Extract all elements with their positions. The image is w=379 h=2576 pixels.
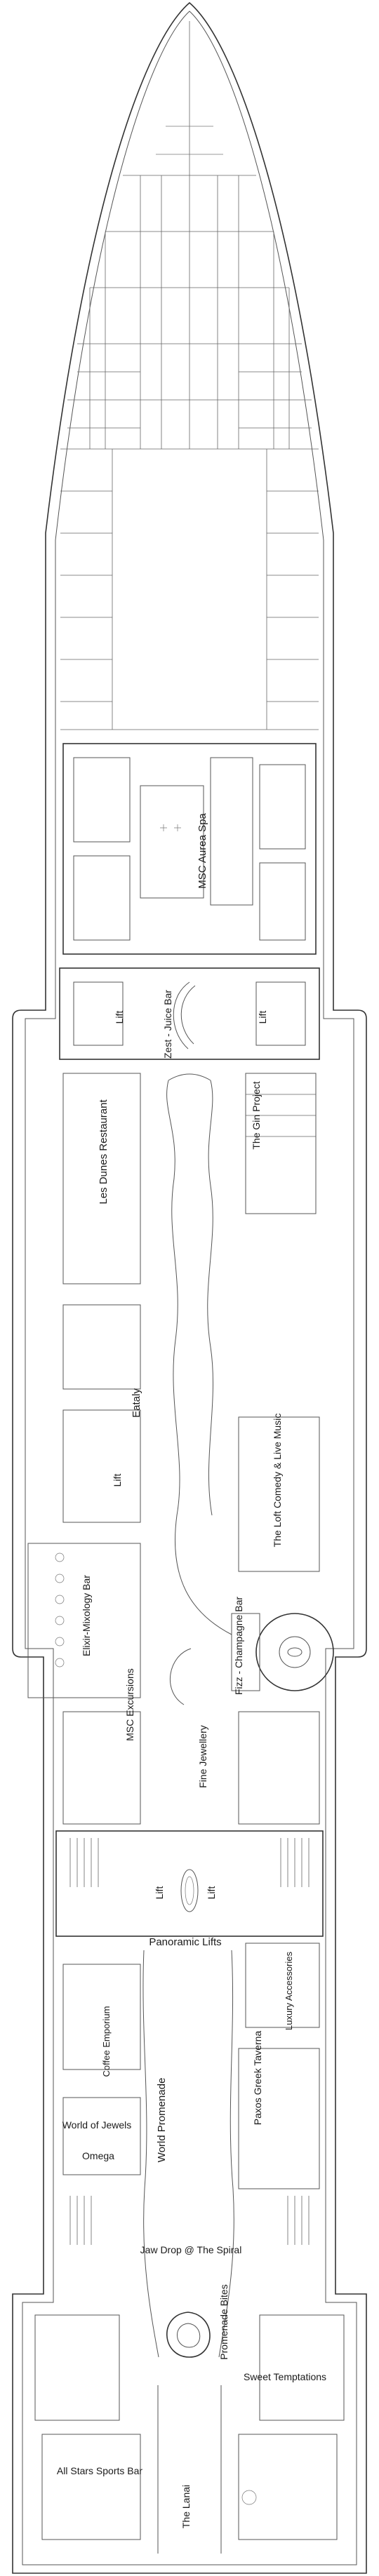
label-aurea-spa[interactable]: MSC Aurea Spa bbox=[197, 813, 208, 889]
label-fizz-champagne[interactable]: Fizz - Champagne Bar bbox=[233, 1597, 244, 1695]
label-lift-mid-left[interactable]: Lift bbox=[112, 1474, 123, 1487]
elixir-bar-stools bbox=[55, 1552, 65, 1668]
label-the-lanai[interactable]: The Lanai bbox=[180, 2485, 192, 2528]
hull bbox=[12, 1, 367, 2574]
aft-lift-lobby bbox=[55, 1830, 324, 1937]
label-coffee-emporium[interactable]: Coffee Emporium bbox=[101, 2006, 112, 2077]
label-omega[interactable]: Omega bbox=[82, 2150, 114, 2161]
fizz-champagne-rotunda bbox=[255, 1613, 334, 1691]
label-world-of-jewels[interactable]: World of Jewels bbox=[62, 2119, 132, 2131]
restaurant-zone bbox=[62, 1073, 317, 1635]
label-jaw-drop[interactable]: Jaw Drop @ The Spiral bbox=[140, 2244, 242, 2255]
stern-zone bbox=[34, 2314, 345, 2554]
label-panoramic-lifts[interactable]: Panoramic Lifts bbox=[149, 1936, 221, 1948]
spiral-slide bbox=[166, 2312, 211, 2358]
label-fine-jewellery[interactable]: Fine Jewellery bbox=[197, 1725, 208, 1787]
label-lift-aft-right[interactable]: Lift bbox=[206, 1886, 217, 1900]
bow-cabins bbox=[60, 21, 319, 730]
label-promenade-bites[interactable]: Promenade Bites bbox=[218, 2284, 230, 2359]
label-gin-project[interactable]: The Gin Project bbox=[251, 1081, 262, 1149]
label-the-loft[interactable]: The Loft Comedy & Live Music bbox=[272, 1414, 283, 1548]
label-luxury-accessories[interactable]: Luxury Accessories bbox=[284, 1952, 294, 2030]
label-lift-fwd-right[interactable]: Lift bbox=[257, 1011, 268, 1024]
promenade-zone bbox=[62, 1943, 320, 2358]
label-paxos[interactable]: Paxos Greek Taverna bbox=[252, 2031, 263, 2126]
label-eataly[interactable]: Eataly bbox=[131, 1388, 142, 1418]
midship-zone bbox=[27, 1409, 334, 1825]
fwd-lift-lobby bbox=[59, 967, 320, 1060]
label-lift-aft-left[interactable]: Lift bbox=[154, 1886, 165, 1900]
label-msc-excursions[interactable]: MSC Excursions bbox=[124, 1668, 135, 1740]
label-lift-fwd-left[interactable]: Lift bbox=[114, 1011, 125, 1024]
label-world-promenade[interactable]: World Promenade bbox=[156, 2078, 168, 2163]
label-les-dunes[interactable]: Les Dunes Restaurant bbox=[98, 1099, 109, 1205]
label-all-stars[interactable]: All Stars Sports Bar bbox=[57, 2465, 142, 2476]
label-elixir-bar[interactable]: Elixir-Mixology Bar bbox=[81, 1575, 92, 1656]
label-zest-juice-bar[interactable]: Zest - Juice Bar bbox=[162, 990, 173, 1059]
spa-zone bbox=[62, 743, 317, 955]
area-labels: MSC Aurea Spa Lift Zest - Juice Bar Lift… bbox=[57, 813, 326, 2529]
label-sweet-temptations[interactable]: Sweet Temptations bbox=[244, 2371, 326, 2382]
